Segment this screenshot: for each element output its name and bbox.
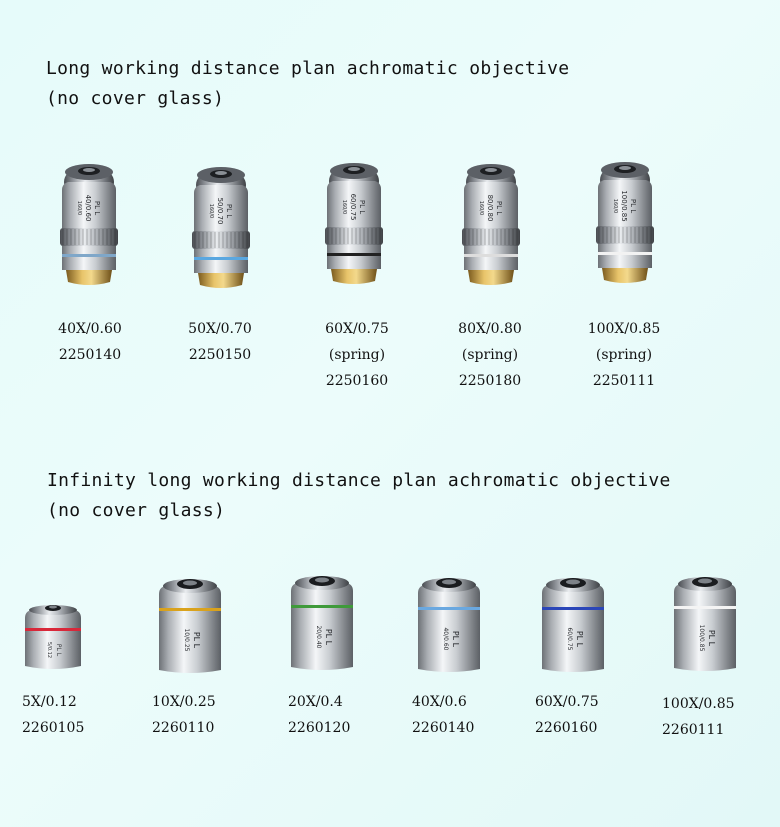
- svg-text:20/0.40: 20/0.40: [315, 625, 322, 648]
- svg-text:40/0.60: 40/0.60: [84, 195, 92, 222]
- svg-text:PL L: PL L: [93, 201, 101, 215]
- section-1-subtitle: (no cover glass): [46, 88, 225, 109]
- svg-text:160/0: 160/0: [478, 201, 484, 215]
- svg-text:60/0.75: 60/0.75: [349, 194, 357, 221]
- svg-text:80/0.80: 80/0.80: [486, 195, 494, 222]
- svg-text:PL L: PL L: [575, 631, 584, 648]
- objective-lens-icon: PL L5/0.12: [25, 605, 81, 669]
- svg-text:5/0.12: 5/0.12: [46, 642, 52, 658]
- magnification-label: 80X/0.80: [458, 321, 522, 337]
- svg-text:60/0.75: 60/0.75: [566, 627, 573, 650]
- magnification-label: 20X/0.4: [288, 694, 343, 710]
- objective-caption: 10X/0.25 2260110: [152, 689, 252, 741]
- magnification-label: 100X/0.85: [662, 696, 735, 712]
- magnification-label: 40X/0.6: [412, 694, 467, 710]
- svg-text:100/0.85: 100/0.85: [620, 190, 628, 221]
- product-code: 2260160: [535, 720, 598, 736]
- magnification-label: 60X/0.75: [325, 321, 389, 337]
- magnification-label: 60X/0.75: [535, 694, 599, 710]
- spring-note: (spring): [595, 347, 653, 363]
- magnification-label: 50X/0.70: [188, 321, 252, 337]
- svg-text:PL L: PL L: [629, 199, 637, 213]
- product-code: 2260140: [412, 720, 475, 736]
- magnification-label: 10X/0.25: [152, 694, 216, 710]
- svg-text:160/0: 160/0: [612, 199, 618, 213]
- objective-caption: 60X/0.75 (spring) 2250160: [307, 316, 407, 394]
- svg-text:50/0.70: 50/0.70: [216, 198, 224, 225]
- product-code: 2250160: [325, 373, 389, 389]
- product-code: 2260110: [152, 720, 215, 736]
- objective-caption: 40X/0.6 2260140: [412, 689, 512, 741]
- objective-lens-icon: PL L40/0.60: [418, 578, 480, 672]
- magnification-label: 100X/0.85: [587, 321, 661, 337]
- spring-note: (spring): [328, 347, 386, 363]
- section-2-subtitle: (no cover glass): [47, 500, 226, 521]
- objective-lens-icon: PL L60/0.75: [542, 578, 604, 672]
- objective-lens-icon: PL L40/0.60160/0: [60, 164, 118, 285]
- product-code: 2260120: [288, 720, 351, 736]
- objective-caption: 100X/0.85 2260111: [662, 691, 762, 743]
- svg-text:PL L: PL L: [451, 631, 460, 648]
- svg-text:100/0.85: 100/0.85: [698, 625, 705, 652]
- svg-text:40/0.60: 40/0.60: [442, 627, 449, 650]
- objective-lens-icon: PL L20/0.40: [291, 576, 353, 670]
- svg-text:PL L: PL L: [495, 201, 503, 215]
- svg-text:PL L: PL L: [225, 204, 233, 218]
- product-code: 2250150: [188, 347, 252, 363]
- product-code: 2250180: [458, 373, 522, 389]
- svg-text:PL L: PL L: [192, 632, 201, 649]
- product-code: 2260111: [662, 722, 725, 738]
- section-2-title: Infinity long working distance plan achr…: [47, 470, 671, 491]
- objective-caption: 60X/0.75 2260160: [535, 689, 635, 741]
- product-code: 2250111: [592, 373, 656, 389]
- svg-text:PL L: PL L: [358, 200, 366, 214]
- svg-text:160/0: 160/0: [341, 200, 347, 214]
- objective-caption: 20X/0.4 2260120: [288, 689, 388, 741]
- svg-text:160/0: 160/0: [208, 204, 214, 218]
- objective-caption: 40X/0.60 2250140: [40, 316, 140, 368]
- svg-text:PL L: PL L: [707, 630, 716, 647]
- section-1-title: Long working distance plan achromatic ob…: [46, 58, 570, 79]
- magnification-label: 5X/0.12: [22, 694, 77, 710]
- svg-text:10/0.25: 10/0.25: [183, 628, 190, 651]
- product-code: 2250140: [58, 347, 122, 363]
- section-2-heading: Infinity long working distance plan achr…: [47, 466, 671, 526]
- objective-caption: 80X/0.80 (spring) 2250180: [440, 316, 540, 394]
- section-1-heading: Long working distance plan achromatic ob…: [46, 54, 569, 114]
- magnification-label: 40X/0.60: [58, 321, 122, 337]
- objective-caption: 5X/0.12 2260105: [22, 689, 122, 741]
- svg-text:PL L: PL L: [324, 629, 333, 646]
- svg-text:PL L: PL L: [55, 644, 62, 657]
- product-code: 2260105: [22, 720, 85, 736]
- objective-lens-icon: PL L10/0.25: [159, 579, 221, 673]
- objective-caption: 100X/0.85 (spring) 2250111: [572, 316, 676, 394]
- objective-caption: 50X/0.70 2250150: [170, 316, 270, 368]
- spring-note: (spring): [461, 347, 519, 363]
- svg-text:160/0: 160/0: [76, 201, 82, 215]
